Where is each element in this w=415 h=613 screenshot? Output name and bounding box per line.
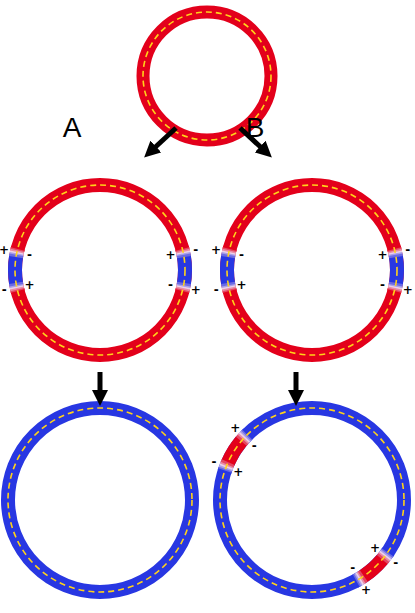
domain-segment <box>389 255 403 257</box>
charge-sign: + <box>361 584 371 596</box>
ring-track <box>227 185 397 355</box>
process-arrow <box>294 372 299 398</box>
rings <box>8 12 404 592</box>
charge-sign: - <box>168 279 173 291</box>
charge-sign: - <box>211 456 216 468</box>
charge-sign: + <box>211 244 221 256</box>
magnetization-dashes <box>227 185 397 355</box>
charge-sign: + <box>237 279 247 291</box>
ring-track <box>220 408 404 592</box>
charge-sign: - <box>214 284 219 296</box>
magnetization-dashes <box>15 185 185 355</box>
charge-sign: + <box>403 284 413 296</box>
charge-sign: + <box>191 284 201 296</box>
charge-sign: - <box>193 244 198 256</box>
charge-sign: - <box>380 279 385 291</box>
process-arrow <box>150 128 176 152</box>
charge-sign: - <box>2 284 7 296</box>
ring-track <box>15 185 185 355</box>
magnetization-dashes <box>8 408 192 592</box>
charge-sign: + <box>370 542 380 554</box>
path-letter: A <box>63 112 82 144</box>
path-letter: B <box>246 112 265 144</box>
charge-sign: - <box>239 249 244 261</box>
charge-sign: - <box>405 244 410 256</box>
domain-segment <box>177 255 191 257</box>
charge-sign: - <box>27 249 32 261</box>
charge-sign: - <box>393 557 398 569</box>
charge-sign: + <box>377 249 387 261</box>
process-arrow <box>98 372 103 398</box>
charge-sign: + <box>165 249 175 261</box>
magnetization-dashes <box>220 408 404 592</box>
charge-sign: - <box>252 440 257 452</box>
charge-sign: - <box>350 562 355 574</box>
charge-sign: + <box>230 422 240 434</box>
charge-sign: + <box>25 279 35 291</box>
ring-track <box>8 408 192 592</box>
charge-sign: + <box>233 466 243 478</box>
domain-segment <box>15 257 16 284</box>
domain-segment <box>227 257 228 284</box>
charge-sign: + <box>0 244 9 256</box>
